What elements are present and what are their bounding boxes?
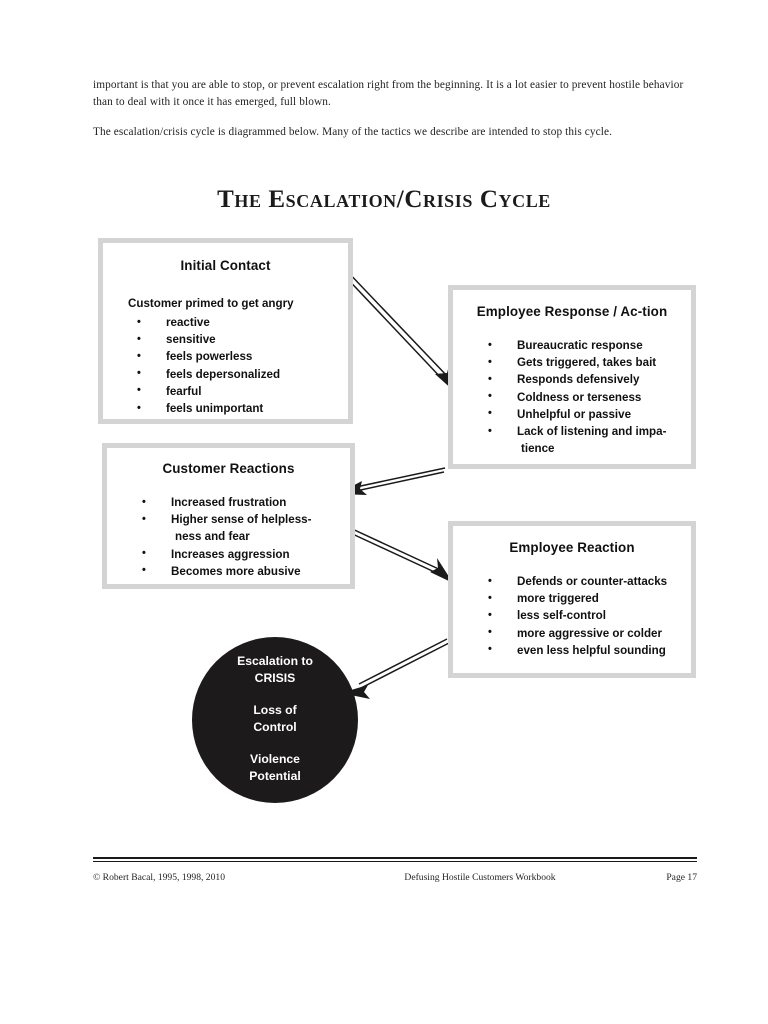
body-paragraph-1: important is that you are able to stop, … [93,79,684,109]
list-item: Gets triggered, takes bait [479,354,691,371]
crisis-group-escalation: Escalation to CRISIS [192,653,358,686]
list-item-continuation: tience [521,442,555,456]
footer-copyright: © Robert Bacal, 1995, 1998, 2010 [93,872,225,883]
list-item: Unhelpful or passive [479,405,691,423]
node-employee-reaction: Employee Reaction Defends or counter-att… [448,521,696,678]
diagram-title: The Escalation/Crisis Cycle [217,186,551,213]
list-item: Responds defensively [479,371,691,388]
crisis-line-2: CRISIS [254,670,296,685]
node-initial-contact: Initial Contact Customer primed to get a… [98,238,353,424]
footer-workbook-title: Defusing Hostile Customers Workbook [404,872,556,883]
list-item: reactive [128,313,348,331]
crisis-line-3: Loss of [253,703,297,717]
footer-page-number: Page 17 [666,872,697,883]
crisis-line-6: Potential [249,768,301,783]
list-item: even less helpful sounding [479,641,691,659]
page-footer: © Robert Bacal, 1995, 1998, 2010 Defusin… [93,872,697,883]
node-customer-reactions: Customer Reactions Increased frustration… [102,443,355,589]
node-title-employee-response: Employee Response / Ac-tion [476,304,668,319]
list-item-continuation: ness and fear [175,530,250,544]
list-item: Lack of listening and impa- [479,423,691,440]
node-employee-response: Employee Response / Ac-tion Bureaucratic… [448,285,696,469]
arrow-customer-reactions-to-employee-reaction [345,526,453,583]
node-list-initial-contact: reactive sensitive feels powerless feels… [128,313,348,417]
arrow-initial-to-response [340,268,455,392]
node-list-employee-reaction: Defends or counter-attacks more triggere… [479,572,691,659]
list-item: Higher sense of helpless- [133,511,350,528]
crisis-line-1: Escalation to [237,654,313,668]
list-item: Coldness or terseness [479,388,691,406]
node-title-initial-contact: Initial Contact [180,258,271,273]
list-item: Bureaucratic response [479,336,691,354]
node-list-employee-response: Bureaucratic response Gets triggered, ta… [479,336,691,457]
node-crisis-circle: Escalation to CRISIS Loss of Control Vio… [192,637,358,803]
node-lead-initial-contact: Customer primed to get angry [128,297,294,310]
list-item: Defends or counter-attacks [479,572,691,590]
node-list-customer-reactions: Increased frustration Higher sense of he… [133,493,350,580]
crisis-group-loss-of-control: Loss of Control [192,702,358,735]
node-title-customer-reactions: Customer Reactions [162,461,295,476]
crisis-group-violence-potential: Violence Potential [192,751,358,784]
list-item: feels depersonalized [128,365,348,383]
footer-divider [93,857,697,862]
list-item: fearful [128,382,348,400]
node-title-employee-reaction: Employee Reaction [509,540,635,555]
crisis-line-5: Violence [250,752,300,766]
list-item: Increases aggression [133,545,350,563]
list-item: Becomes more abusive [133,562,350,580]
list-item: sensitive [128,331,348,348]
list-item: less self-control [479,607,691,624]
list-item: more aggressive or colder [479,624,691,642]
list-item: more triggered [479,590,691,607]
list-item: feels unimportant [128,400,348,417]
crisis-line-4: Control [253,719,297,734]
list-item: Increased frustration [133,493,350,511]
list-item: feels powerless [128,348,348,365]
body-paragraph-2: The escalation/crisis cycle is diagramme… [93,126,613,139]
